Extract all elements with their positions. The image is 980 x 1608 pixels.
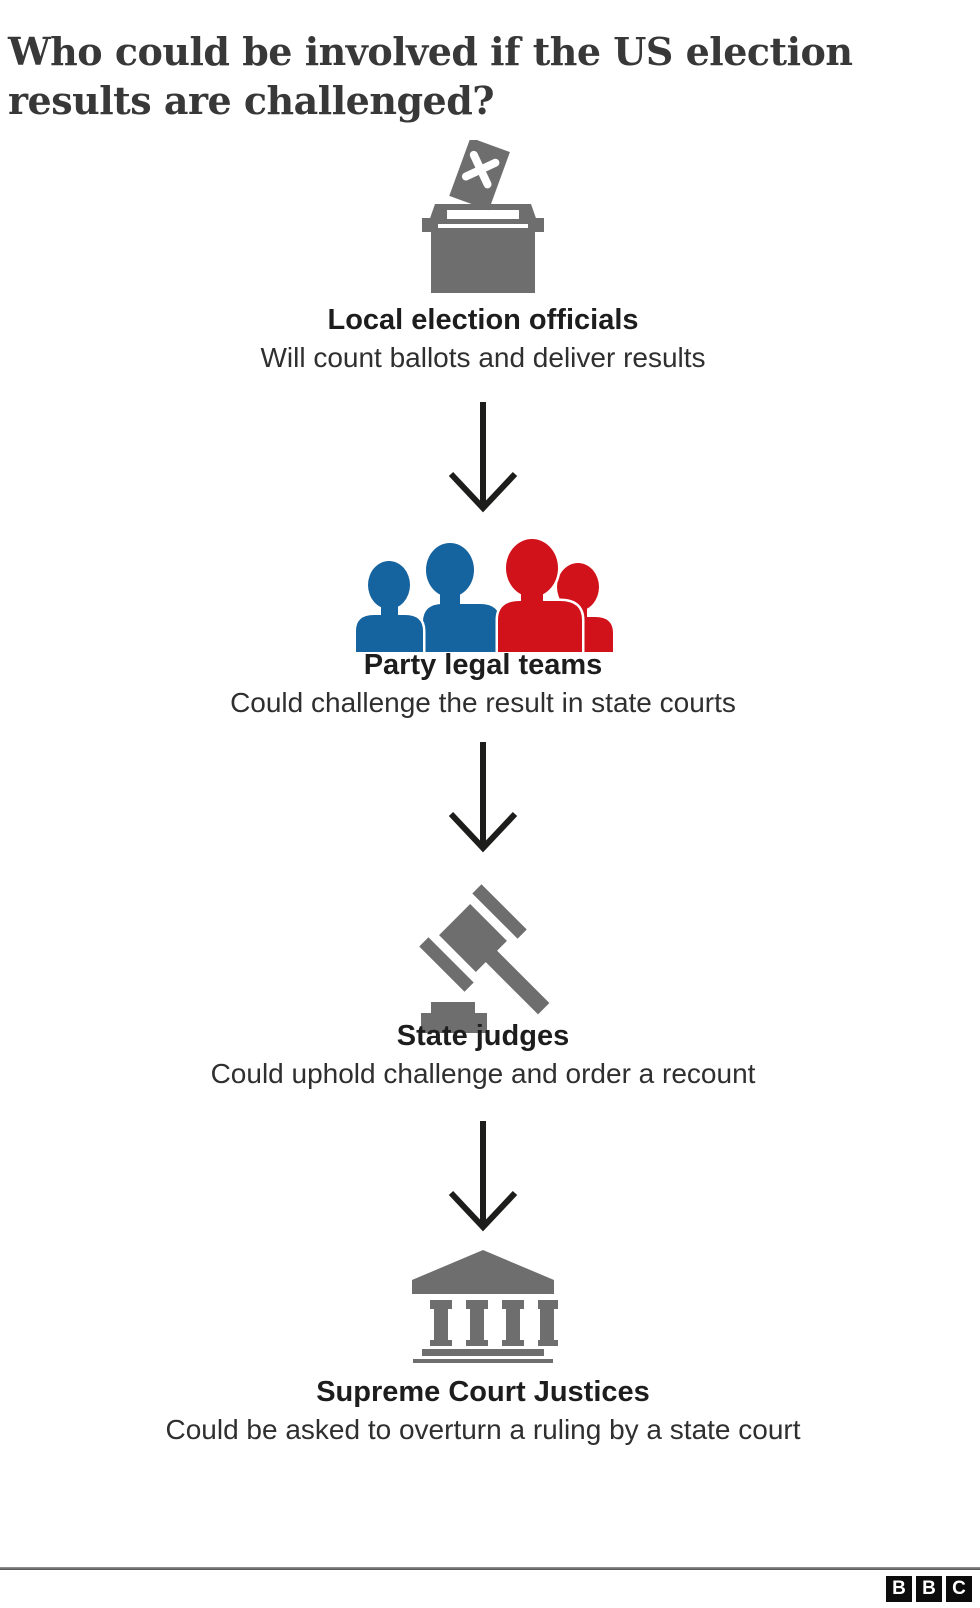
down-arrow-icon	[448, 1121, 518, 1232]
step-title: Supreme Court Justices	[316, 1376, 650, 1408]
step-title: Local election officials	[327, 304, 639, 336]
person-red-tall	[498, 539, 582, 652]
step-subtitle: Could challenge the result in state cour…	[230, 687, 736, 718]
footer-divider	[0, 1567, 980, 1570]
gavel-icon	[419, 884, 550, 1033]
step-state-judges: State judges Could uphold challenge and …	[0, 1018, 966, 1092]
step-supreme-court: Supreme Court Justices Could be asked to…	[0, 1374, 966, 1448]
ballot-box-icon	[422, 140, 544, 293]
party-legal-teams-icon	[353, 539, 613, 652]
step-subtitle: Will count ballots and deliver results	[260, 342, 706, 373]
person-blue-small	[356, 561, 423, 652]
page-title: Who could be involved if the US election…	[8, 29, 853, 124]
step-subtitle: Could uphold challenge and order a recou…	[210, 1058, 756, 1089]
step-title: Party legal teams	[363, 649, 603, 681]
bbc-logo-block: B	[916, 1576, 942, 1602]
bbc-logo-block: B	[886, 1576, 912, 1602]
step-subtitle: Could be asked to overturn a ruling by a…	[165, 1414, 801, 1445]
down-arrow-icon	[448, 402, 518, 513]
bbc-logo: B B C	[886, 1576, 972, 1602]
person-blue-tall	[423, 543, 500, 652]
bbc-logo-block: C	[946, 1576, 972, 1602]
down-arrow-icon	[448, 742, 518, 853]
supreme-court-building-icon	[412, 1250, 558, 1363]
step-party-legal-teams: Party legal teams Could challenge the re…	[0, 647, 966, 721]
step-title: State judges	[396, 1020, 570, 1052]
step-local-officials: Local election officials Will count ball…	[0, 302, 966, 376]
